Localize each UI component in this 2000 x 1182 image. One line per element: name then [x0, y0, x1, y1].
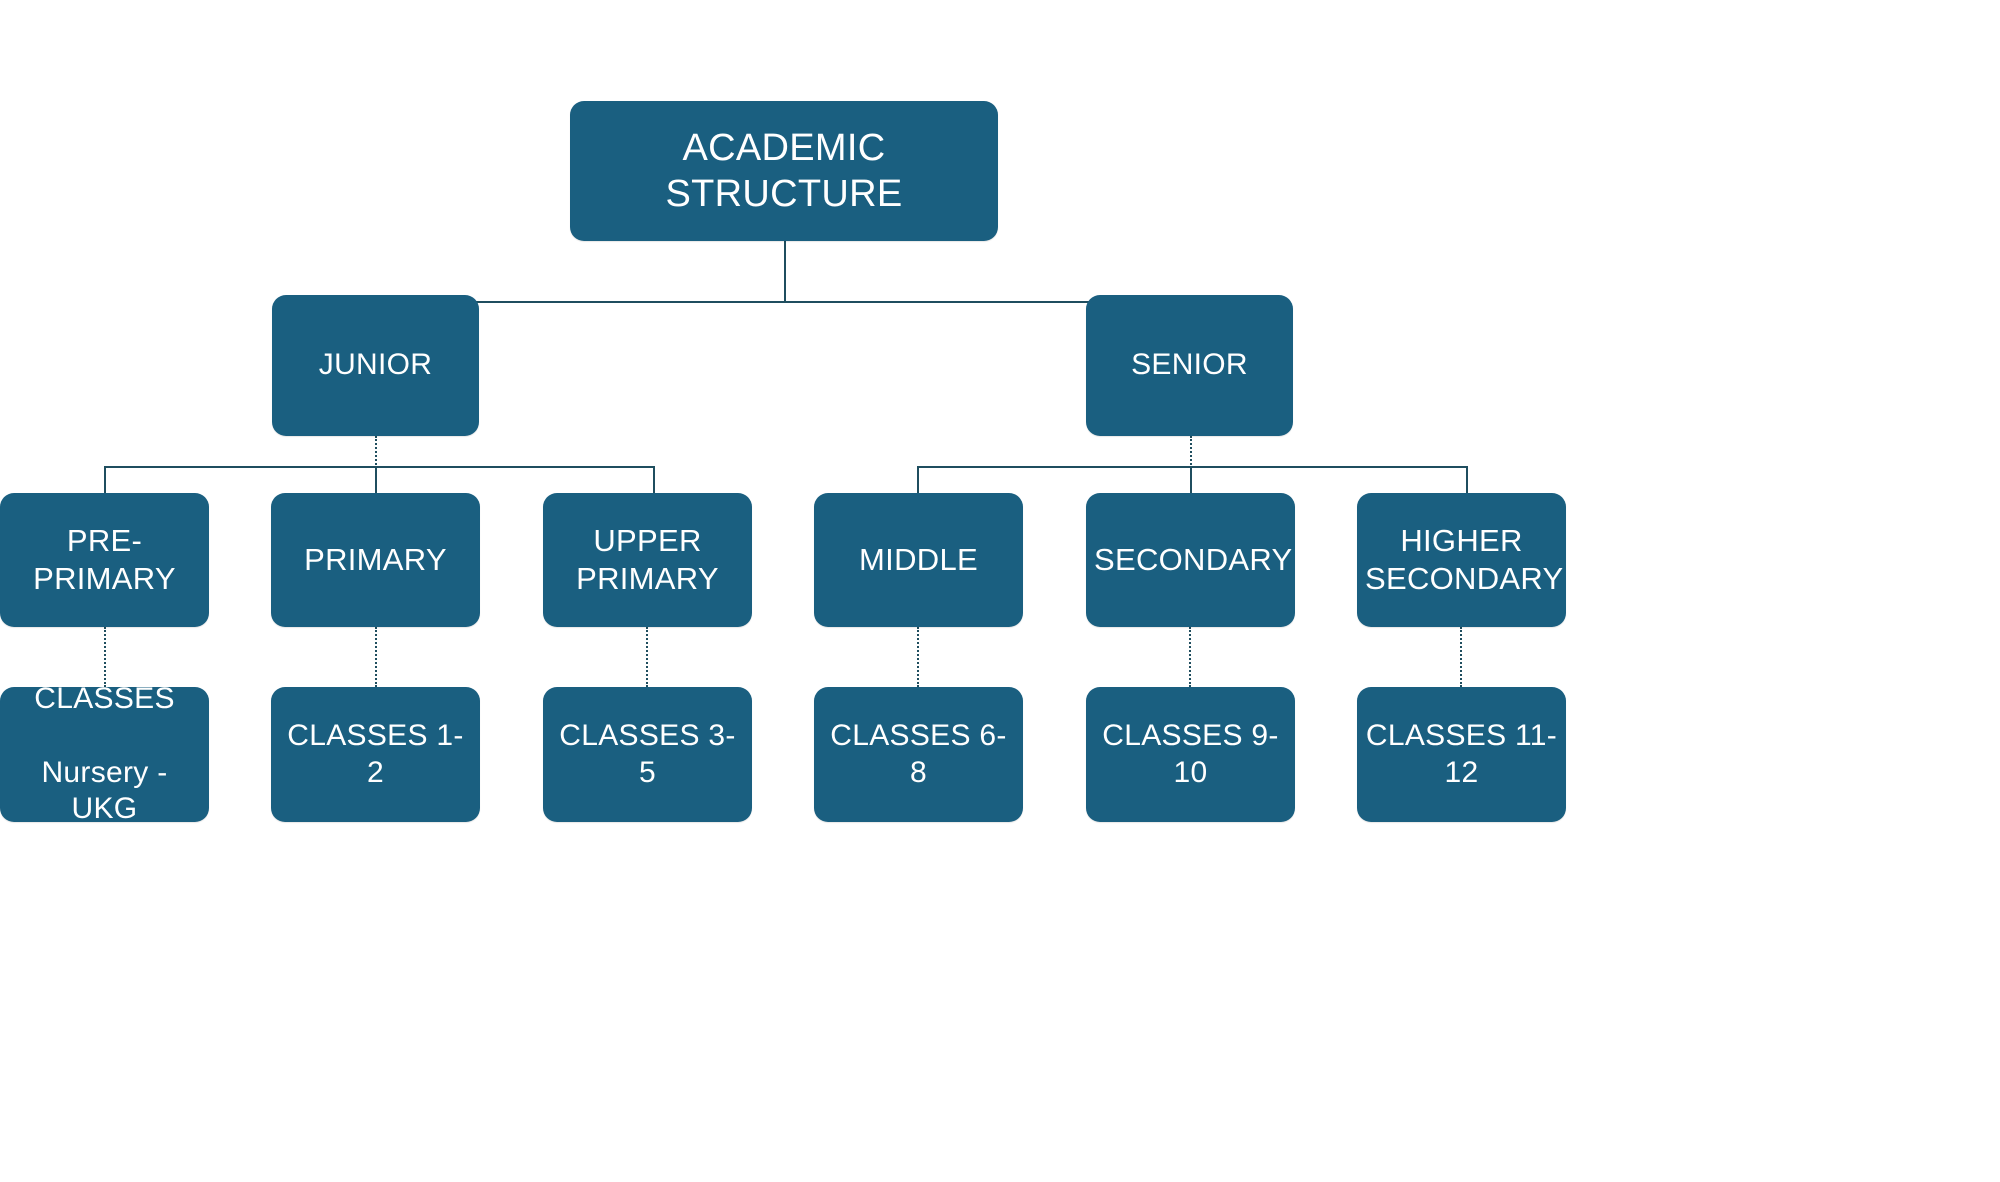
node-label: CLASSES Nursery - UKG [34, 682, 175, 826]
connector-senior-bus [918, 466, 1468, 468]
connector-senior-to-secondary [1190, 466, 1192, 494]
connector-junior-bus [105, 466, 655, 468]
node-higher-secondary[interactable]: HIGHER SECONDARY [1357, 493, 1566, 627]
node-classes-6-8[interactable]: CLASSES 6-8 [814, 687, 1023, 822]
connector-secondary-to-classes [1189, 627, 1191, 687]
node-upper-primary[interactable]: UPPER PRIMARY [543, 493, 752, 627]
node-label: HIGHER SECONDARY [1365, 523, 1564, 596]
connector-junior-stub [375, 436, 377, 492]
node-classes-9-10[interactable]: CLASSES 9-10 [1086, 687, 1295, 822]
connector-upper-primary-to-classes [646, 627, 648, 687]
connector-junior-to-pre-primary [104, 466, 106, 494]
node-classes-11-12[interactable]: CLASSES 11- 12 [1357, 687, 1566, 822]
node-junior[interactable]: JUNIOR [272, 295, 479, 436]
node-academic-structure[interactable]: ACADEMIC STRUCTURE [570, 101, 998, 241]
connector-senior-to-higher-secondary [1466, 466, 1468, 494]
node-label: CLASSES 11- 12 [1365, 718, 1558, 789]
node-label: CLASSES 9-10 [1102, 718, 1279, 789]
node-label: CLASSES 3-5 [559, 718, 736, 789]
node-pre-primary[interactable]: PRE-PRIMARY [0, 493, 209, 627]
connector-root-bus [375, 301, 1192, 303]
node-label: ACADEMIC STRUCTURE [665, 126, 903, 215]
node-label: CLASSES 1-2 [287, 718, 464, 789]
node-secondary[interactable]: SECONDARY [1086, 493, 1295, 627]
connector-junior-to-primary [375, 466, 377, 494]
connector-primary-to-classes [375, 627, 377, 687]
node-classes-3-5[interactable]: CLASSES 3-5 [543, 687, 752, 822]
connector-junior-to-upper-primary [653, 466, 655, 494]
node-label: PRIMARY [304, 542, 447, 578]
node-middle[interactable]: MIDDLE [814, 493, 1023, 627]
node-label: MIDDLE [859, 542, 978, 578]
node-label: SENIOR [1131, 348, 1248, 382]
node-label: SECONDARY [1094, 542, 1293, 578]
node-primary[interactable]: PRIMARY [271, 493, 480, 627]
connector-root-stub [784, 240, 786, 302]
connector-middle-to-classes [917, 627, 919, 687]
node-classes-1-2[interactable]: CLASSES 1-2 [271, 687, 480, 822]
node-label: CLASSES 6-8 [830, 718, 1007, 789]
connector-higher-secondary-to-classes [1460, 627, 1462, 687]
connector-senior-stub [1190, 436, 1192, 492]
node-label: JUNIOR [318, 348, 433, 382]
connector-pre-primary-to-classes [104, 627, 106, 687]
node-label: PRE-PRIMARY [33, 523, 176, 596]
node-classes-nursery-ukg[interactable]: CLASSES Nursery - UKG [0, 682, 209, 825]
node-senior[interactable]: SENIOR [1086, 295, 1293, 436]
node-label: UPPER PRIMARY [576, 523, 719, 596]
connector-senior-to-middle [917, 466, 919, 494]
